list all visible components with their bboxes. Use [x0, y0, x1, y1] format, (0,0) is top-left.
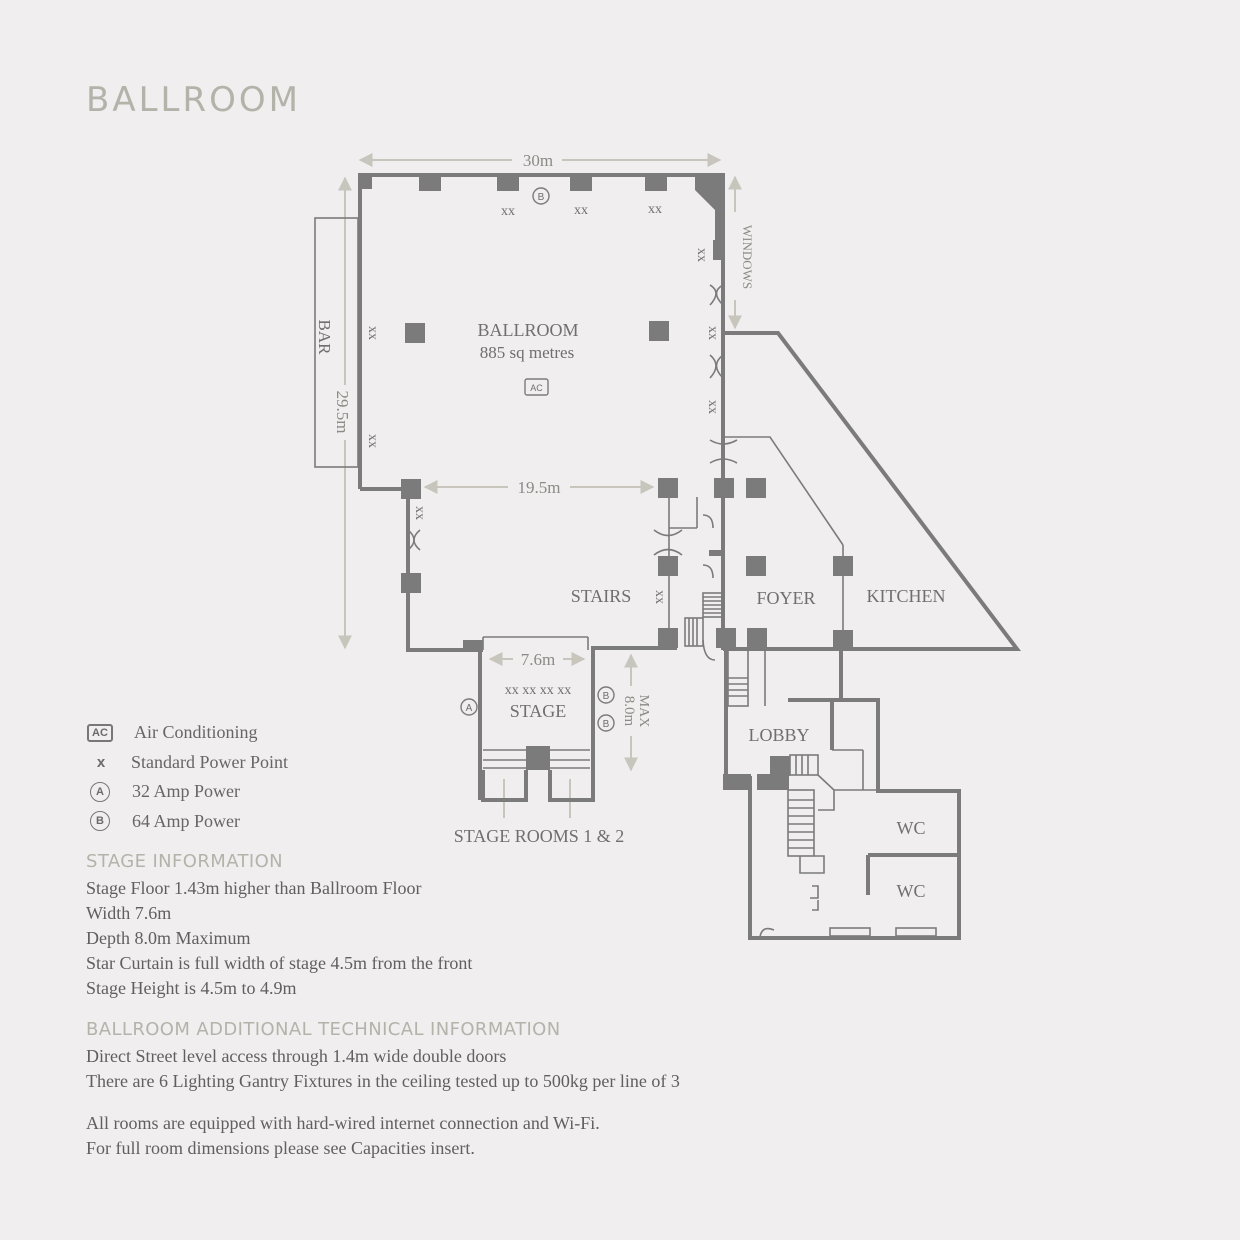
label-wc-1: WC	[897, 818, 926, 838]
legend-label: 32 Amp Power	[132, 781, 240, 802]
legend: AC Air Conditioning x Standard Power Poi…	[86, 718, 288, 836]
legend-item-64-amp: B 64 Amp Power	[86, 807, 288, 837]
footer-text: All rooms are equipped with hard-wired i…	[86, 1111, 600, 1161]
label-kitchen: KITCHEN	[867, 586, 946, 606]
ac-marker-label: AC	[530, 383, 543, 393]
amp32-marker: A	[466, 703, 473, 714]
stage-info-line: Width 7.6m	[86, 903, 172, 923]
legend-label: 64 Amp Power	[132, 810, 240, 831]
door-swings	[407, 284, 738, 661]
amp64-marker: B	[538, 192, 545, 203]
dim-stage-width: 7.6m	[521, 650, 555, 669]
dim-windows: WINDOWS	[740, 225, 755, 289]
label-ballroom: BALLROOM	[477, 320, 578, 340]
stage-info-text: Stage Floor 1.43m higher than Ballroom F…	[86, 876, 472, 1001]
amp64-marker: B	[603, 719, 610, 730]
power-point-icon: x	[96, 753, 106, 771]
label-stairs: STAIRS	[571, 586, 632, 606]
power-point-marker: xx	[705, 326, 720, 340]
label-foyer: FOYER	[756, 588, 815, 608]
label-ballroom-area: 885 sq metres	[480, 343, 574, 362]
bar-counter	[314, 217, 359, 468]
legend-item-power-point: x Standard Power Point	[86, 748, 288, 778]
dim-mid-width: 19.5m	[518, 478, 561, 497]
power-point-marker: xx	[574, 203, 588, 218]
dim-stage-max: MAX	[636, 695, 651, 728]
label-stage-rooms: STAGE ROOMS 1 & 2	[454, 826, 625, 846]
power-points: xx xx xx xx xx xx xx xx xx xx xx xx xx x…	[365, 202, 720, 698]
ac-marker: AC	[524, 378, 549, 396]
power-point-marker: xx	[652, 590, 667, 604]
stage-info-line: Stage Floor 1.43m higher than Ballroom F…	[86, 878, 422, 898]
power-point-marker: xx	[412, 506, 427, 520]
dim-stage-depth: 8.0m	[621, 696, 637, 727]
power-point-marker: xx	[365, 434, 380, 448]
amp-markers: B A B B	[460, 187, 615, 732]
legend-item-32-amp: A 32 Amp Power	[86, 777, 288, 807]
stage-room-walls	[481, 770, 595, 802]
label-bar: BAR	[315, 320, 334, 356]
dim-height: 29.5m	[333, 391, 352, 434]
power-point-marker: xx	[705, 400, 720, 414]
dimension-lines	[338, 153, 742, 818]
label-wc-2: WC	[897, 881, 926, 901]
legend-item-air-conditioning: AC Air Conditioning	[86, 718, 288, 748]
footer-line: All rooms are equipped with hard-wired i…	[86, 1113, 600, 1133]
amp64-icon: B	[90, 811, 110, 832]
technical-info-line: There are 6 Lighting Gantry Fixtures in …	[86, 1071, 680, 1091]
power-point-marker: xx	[365, 326, 380, 340]
legend-label: Air Conditioning	[134, 722, 258, 743]
stage-info-line: Depth 8.0m Maximum	[86, 928, 251, 948]
dimension-labels: 30m 29.5m WINDOWS 19.5m 7.6m MAX 8.0m	[333, 151, 755, 727]
stage-info-heading: STAGE INFORMATION	[86, 851, 284, 872]
power-point-marker: xx	[501, 204, 515, 219]
room-labels: BALLROOM 885 sq metres BAR STAIRS FOYER …	[315, 320, 946, 901]
columns	[358, 173, 853, 790]
label-lobby: LOBBY	[748, 725, 809, 745]
power-point-marker: xx	[694, 248, 709, 262]
stage-info-line: Star Curtain is full width of stage 4.5m…	[86, 953, 473, 973]
stage-power-points: xx xx xx xx	[505, 683, 572, 698]
amp64-marker: B	[603, 691, 610, 702]
label-stage: STAGE	[510, 701, 567, 721]
legend-label: Standard Power Point	[131, 751, 288, 772]
page-title: BALLROOM	[86, 80, 301, 120]
technical-info-line: Direct Street level access through 1.4m …	[86, 1046, 507, 1066]
stage-info-line: Stage Height is 4.5m to 4.9m	[86, 978, 297, 998]
amp32-icon: A	[90, 781, 110, 802]
technical-info-text: Direct Street level access through 1.4m …	[86, 1044, 680, 1094]
air-conditioning-icon: AC	[87, 723, 113, 742]
technical-info-heading: BALLROOM ADDITIONAL TECHNICAL INFORMATIO…	[86, 1019, 561, 1040]
power-point-marker: xx	[648, 202, 662, 217]
dim-width: 30m	[523, 151, 553, 170]
footer-line: For full room dimensions please see Capa…	[86, 1138, 475, 1158]
